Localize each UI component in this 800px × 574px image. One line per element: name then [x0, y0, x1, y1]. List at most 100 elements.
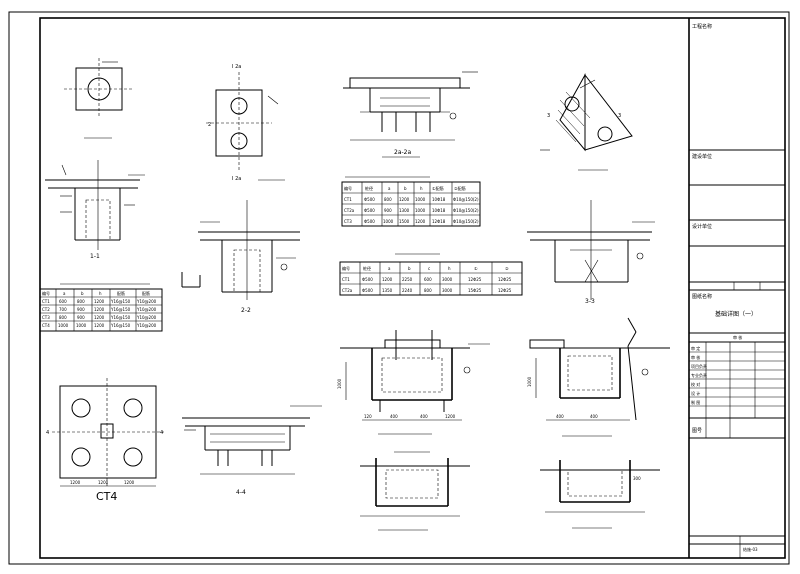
ct4-title: CT4 — [96, 490, 117, 503]
pit-detail-4: 300 — [540, 460, 660, 529]
section-mark-2a-bot: I 2a — [232, 176, 241, 182]
t2-r1c3: 1300 — [399, 208, 410, 213]
t3-h2: a — [388, 266, 391, 271]
pit1-dim-1200: 1200 — [445, 414, 456, 419]
t3-r1c1: Φ500 — [362, 288, 373, 293]
t3-r0c4: 600 — [424, 277, 432, 282]
cap-plan-ct4: 4 4 1200 1200 1200 CT4 — [46, 378, 164, 503]
title-sheet-title: 基础详图（一） — [715, 310, 757, 318]
t3-h5: h — [448, 266, 451, 271]
table-cap-schedule-1: 编号 a b h 配筋 配筋 CT1 600 800 1200 Y16@150 … — [39, 283, 163, 332]
ct4-mark-4-right: 4 — [160, 430, 163, 436]
t2-r2c6: Φ10@150(2) — [453, 219, 479, 224]
pit2-dim-400b: 400 — [590, 414, 598, 419]
t3-h0: 编号 — [342, 265, 350, 271]
section-2a-2a: 2a-2a — [343, 71, 478, 158]
t3-r0c7: 12Φ25 — [498, 277, 512, 282]
t2-r1c2: 900 — [384, 208, 392, 213]
table-cap-schedule-3: 编号 桩径 a b c h ① ② CT1 Φ500 1200 2250 600… — [339, 253, 523, 296]
t2-r0c6: Φ10@150(2) — [453, 197, 479, 202]
t2-r0c5: 10Φ18 — [432, 197, 446, 202]
title-approval-heading: 审 核 — [733, 334, 742, 340]
t1-r3c0: CT4 — [42, 323, 50, 328]
t1-r0c4: Y16@150 — [110, 299, 131, 304]
pit1-dim-120: 120 — [364, 414, 372, 419]
section-label-4-4: 4-4 — [236, 489, 246, 496]
t1-r3c1: 1000 — [58, 323, 69, 328]
title-row-2: 审 核 — [691, 354, 700, 360]
t3-r1c2: 1350 — [382, 288, 393, 293]
t2-r0c4: 1000 — [415, 197, 426, 202]
pit-detail-3 — [360, 451, 470, 531]
t2-r2c0: CT3 — [344, 219, 352, 224]
t1-r1c4: Y16@150 — [110, 307, 131, 312]
section-mark-2-left: 2 — [208, 122, 211, 128]
t1-h2: b — [81, 291, 84, 296]
section-mark-2a-top: I 2a — [232, 64, 241, 70]
t2-r1c5: 10Φ18 — [432, 208, 446, 213]
title-design-label: 设计单位 — [692, 223, 712, 230]
t1-r2c5: Y10@200 — [136, 315, 157, 320]
t1-r2c2: 900 — [77, 315, 85, 320]
t3-r0c3: 2250 — [402, 277, 413, 282]
title-block: 工程名称 建设单位 设计单位 图纸名称 基础详图（一） 审 核 审 定 审 核 … — [688, 18, 785, 558]
t3-r1c3: 2240 — [402, 288, 413, 293]
t1-r0c5: Y10@200 — [136, 299, 157, 304]
t2-r2c3: 1500 — [399, 219, 410, 224]
t1-r3c4: Y16@150 — [110, 323, 131, 328]
t2-h1: 桩径 — [365, 185, 373, 191]
sheet-inner-border — [39, 17, 786, 559]
t2-h2: a — [388, 186, 391, 191]
t1-r3c2: 1000 — [76, 323, 87, 328]
t2-r2c4: 1200 — [415, 219, 426, 224]
t1-h3: h — [99, 291, 102, 296]
t2-r0c2: 800 — [384, 197, 392, 202]
pit1-dim-400b: 400 — [420, 414, 428, 419]
section-label-1-1: 1-1 — [90, 253, 100, 260]
t2-r2c2: 1000 — [383, 219, 394, 224]
t2-r0c1: Φ500 — [364, 197, 375, 202]
t1-r2c1: 800 — [59, 315, 67, 320]
t1-r3c5: Y10@200 — [136, 323, 157, 328]
title-drawing-label: 建设单位 — [692, 153, 712, 160]
ct4-dim-2: 1200 — [98, 480, 109, 485]
pit2-dim-400a: 400 — [556, 414, 564, 419]
pit-detail-1: 1000 120 400 400 1200 — [337, 330, 490, 435]
t2-r1c4: 1000 — [415, 208, 426, 213]
t1-r2c0: CT3 — [42, 315, 50, 320]
t2-h5: ①配筋 — [432, 185, 444, 191]
ct4-dim-1: 1200 — [70, 480, 81, 485]
t3-h1: 桩径 — [363, 265, 371, 271]
triangle-mark-3b: 3 — [618, 113, 621, 119]
section-1-1: 1-1 — [45, 160, 145, 260]
triangle-mark-3a: 3 — [547, 113, 550, 119]
section-4-4: 4-4 — [182, 405, 322, 496]
t2-r0c0: CT1 — [344, 197, 352, 202]
t2-h3: b — [404, 186, 407, 191]
t1-r1c0: CT2 — [42, 307, 50, 312]
t1-h0: 编号 — [42, 290, 50, 296]
title-row-1: 审 定 — [691, 345, 700, 351]
t1-r1c5: Y10@200 — [136, 307, 157, 312]
t1-r1c1: 700 — [59, 307, 67, 312]
ct4-dim-3: 1200 — [124, 480, 135, 485]
title-number: 结施-03 — [743, 546, 758, 552]
t3-h4: c — [428, 266, 430, 271]
t2-h4: h — [420, 186, 423, 191]
t1-r1c2: 900 — [77, 307, 85, 312]
t3-r0c6: 12Φ25 — [468, 277, 482, 282]
pit1-dim-1000: 1000 — [337, 378, 342, 389]
pit2-dim-1000: 1000 — [527, 376, 532, 387]
title-row-7: 制 图 — [691, 399, 700, 405]
t1-r2c3: 1200 — [94, 315, 105, 320]
cap-plan-single — [64, 58, 134, 139]
title-row-4: 专业负责 — [691, 372, 707, 378]
section-label-3-3: 3-3 — [585, 298, 595, 305]
t2-r1c1: Φ500 — [364, 208, 375, 213]
section-3-3: 3-3 — [527, 200, 655, 305]
t3-r1c0: CT2a — [342, 288, 353, 293]
title-row-5: 校 对 — [691, 381, 700, 387]
title-sheet-label: 图纸名称 — [692, 293, 712, 300]
t3-r0c0: CT1 — [342, 277, 350, 282]
